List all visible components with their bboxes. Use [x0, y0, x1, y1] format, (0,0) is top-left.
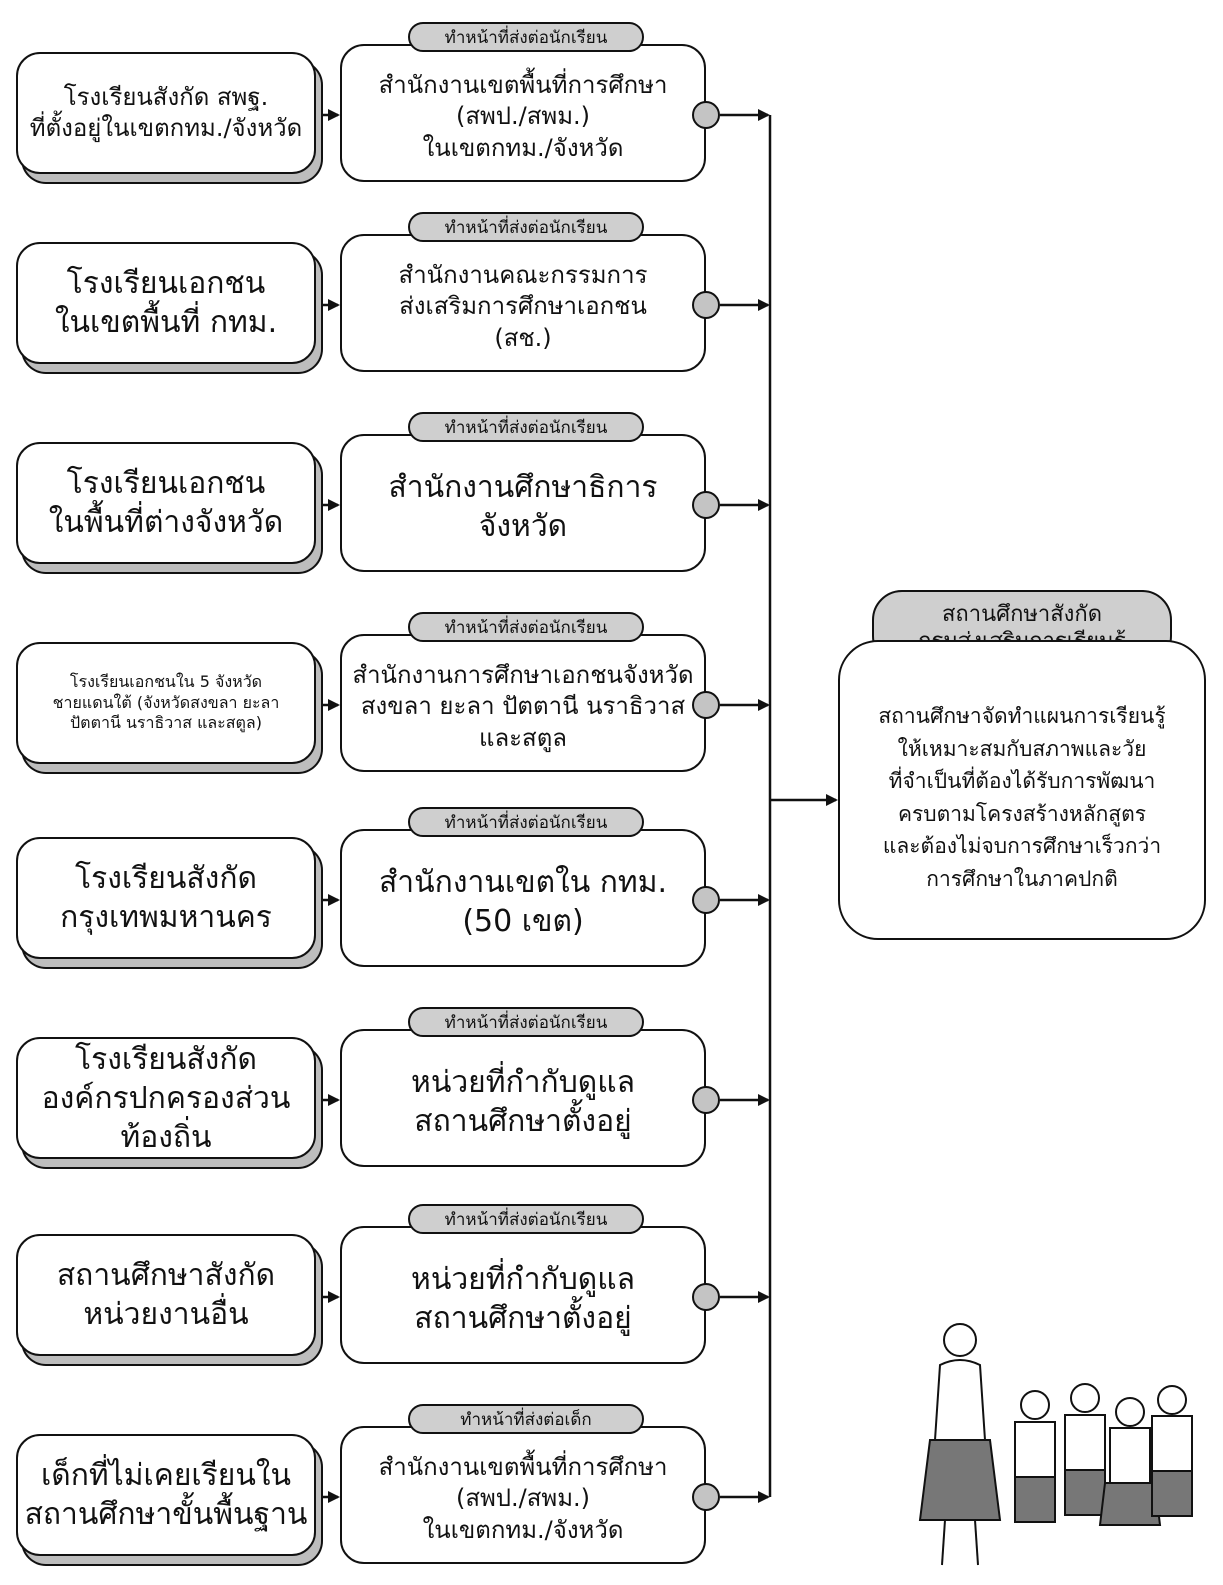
source-line: โรงเรียนเอกชน — [66, 466, 266, 501]
referral-tag: ทำหน้าที่ส่งต่อนักเรียน — [408, 212, 644, 242]
office-box: หน่วยที่กำกับดูแลสถานศึกษาตั้งอยู่ — [340, 1029, 706, 1167]
source-box: เด็กที่ไม่เคยเรียนในสถานศึกษาขั้นพื้นฐาน — [16, 1434, 316, 1556]
referral-tag: ทำหน้าที่ส่งต่อนักเรียน — [408, 412, 644, 442]
source-line: โรงเรียนสังกัด — [75, 1041, 257, 1077]
source-line: องค์กรปกครองส่วนท้องถิ่น — [41, 1080, 291, 1155]
destination-body-line: สถานศึกษาจัดทำแผนการเรียนรู้ — [878, 704, 1166, 728]
office-line: ในเขตกทม./จังหวัด — [422, 1515, 624, 1544]
connector-dot — [692, 1483, 720, 1511]
source-line: กรุงเทพมหานคร — [60, 900, 272, 935]
referral-tag: ทำหน้าที่ส่งต่อเด็ก — [408, 1404, 644, 1434]
office-line: และสตูล — [478, 723, 567, 752]
source-line: สถานศึกษาสังกัด — [56, 1258, 276, 1293]
office-box: สำนักงานคณะกรรมการส่งเสริมการศึกษาเอกชน(… — [340, 234, 706, 372]
source-line: โรงเรียนสังกัด — [75, 861, 257, 896]
students-illustration — [918, 1323, 1193, 1566]
office-line: (สช.) — [494, 323, 552, 352]
connector-dot — [692, 1283, 720, 1311]
office-box: สำนักงานเขตพื้นที่การศึกษา(สพป./สพม.)ในเ… — [340, 1426, 706, 1564]
office-line: สถานศึกษาตั้งอยู่ — [414, 1301, 632, 1336]
source-line: สถานศึกษาขั้นพื้นฐาน — [24, 1497, 308, 1532]
source-line: โรงเรียนเอกชนใน 5 จังหวัด — [69, 671, 263, 691]
destination-body-line: การศึกษาในภาคปกติ — [926, 866, 1118, 891]
source-line: ชายแดนใต้ (จังหวัดสงขลา ยะลา — [52, 692, 280, 712]
connector-dot — [692, 101, 720, 129]
office-line: สำนักงานการศึกษาเอกชนจังหวัด — [352, 661, 694, 690]
source-box: โรงเรียนเอกชนในเขตพื้นที่ กทม. — [16, 242, 316, 364]
source-line: โรงเรียนสังกัด สพฐ. — [63, 82, 269, 111]
office-line: (50 เขต) — [462, 904, 584, 939]
source-line: ในเขตพื้นที่ กทม. — [54, 305, 278, 340]
destination-body-line: และต้องไม่จบการศึกษาเร็วกว่า — [882, 834, 1162, 859]
source-line: เด็กที่ไม่เคยเรียนใน — [40, 1458, 292, 1493]
office-line: สำนักงานศึกษาธิการ — [388, 470, 658, 505]
office-line: หน่วยที่กำกับดูแล — [411, 1065, 635, 1100]
office-line: (สพป./สพม.) — [455, 1484, 591, 1513]
referral-tag: ทำหน้าที่ส่งต่อนักเรียน — [408, 612, 644, 642]
referral-tag: ทำหน้าที่ส่งต่อนักเรียน — [408, 1007, 644, 1037]
office-line: สำนักงานเขตพื้นที่การศึกษา — [378, 71, 668, 100]
connector-dot — [692, 291, 720, 319]
office-box: สำนักงานศึกษาธิการจังหวัด — [340, 434, 706, 572]
source-box: โรงเรียนสังกัดองค์กรปกครองส่วนท้องถิ่น — [16, 1037, 316, 1159]
destination-body-line: ให้เหมาะสมกับสภาพและวัย — [897, 736, 1147, 761]
office-line: (สพป./สพม.) — [455, 102, 591, 131]
referral-tag: ทำหน้าที่ส่งต่อนักเรียน — [408, 22, 644, 52]
source-box: โรงเรียนสังกัดกรุงเทพมหานคร — [16, 837, 316, 959]
destination-body-line: ที่จำเป็นที่ต้องได้รับการพัฒนา — [888, 769, 1156, 794]
office-box: สำนักงานการศึกษาเอกชนจังหวัดสงขลา ยะลา ป… — [340, 634, 706, 772]
source-line: ในพื้นที่ต่างจังหวัด — [48, 505, 284, 540]
source-line: หน่วยงานอื่น — [83, 1297, 249, 1332]
office-box: หน่วยที่กำกับดูแลสถานศึกษาตั้งอยู่ — [340, 1226, 706, 1364]
office-line: จังหวัด — [478, 509, 568, 544]
referral-tag: ทำหน้าที่ส่งต่อนักเรียน — [408, 807, 644, 837]
connector-dot — [692, 886, 720, 914]
connector-dot — [692, 1086, 720, 1114]
office-box: สำนักงานเขตใน กทม. (50 เขต) — [340, 829, 706, 967]
source-box: โรงเรียนเอกชนในพื้นที่ต่างจังหวัด — [16, 442, 316, 564]
source-box: สถานศึกษาสังกัดหน่วยงานอื่น — [16, 1234, 316, 1356]
source-box: โรงเรียนสังกัด สพฐ. ที่ตั้งอยู่ในเขตกทม./… — [16, 52, 316, 174]
destination-body-line: ครบตามโครงสร้างหลักสูตร — [897, 801, 1147, 826]
source-box: โรงเรียนเอกชนใน 5 จังหวัดชายแดนใต้ (จังห… — [16, 642, 316, 764]
referral-tag: ทำหน้าที่ส่งต่อนักเรียน — [408, 1204, 644, 1234]
office-line: หน่วยที่กำกับดูแล — [411, 1262, 635, 1297]
destination-tag-line: สถานศึกษาสังกัด — [941, 601, 1103, 627]
source-line: ปัตตานี นราธิวาส และสตูล) — [70, 713, 262, 733]
connector-dot — [692, 491, 720, 519]
source-line: โรงเรียนเอกชน — [66, 266, 266, 301]
source-line: ที่ตั้งอยู่ในเขตกทม./จังหวัด — [29, 114, 303, 142]
office-line: สำนักงานคณะกรรมการ — [398, 261, 648, 290]
office-line: สำนักงานเขตใน กทม. — [378, 865, 668, 900]
office-box: สำนักงานเขตพื้นที่การศึกษา(สพป./สพม.)ในเ… — [340, 44, 706, 182]
office-line: ส่งเสริมการศึกษาเอกชน — [399, 292, 647, 321]
destination-box: สถานศึกษาจัดทำแผนการเรียนรู้ ให้เหมาะสมก… — [838, 640, 1206, 940]
office-line: สถานศึกษาตั้งอยู่ — [414, 1104, 632, 1139]
office-line: สงขลา ยะลา ปัตตานี นราธิวาส — [360, 692, 686, 721]
office-line: สำนักงานเขตพื้นที่การศึกษา — [378, 1453, 668, 1482]
connector-dot — [692, 691, 720, 719]
office-line: ในเขตกทม./จังหวัด — [422, 133, 624, 162]
